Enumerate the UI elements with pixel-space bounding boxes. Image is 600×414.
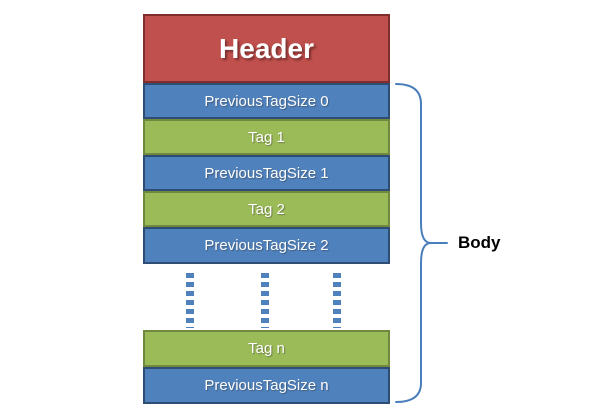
ellipsis-dotted-line bbox=[261, 273, 269, 328]
body-label: Body bbox=[458, 233, 501, 252]
block-tag-1: Tag 1 bbox=[143, 119, 390, 155]
block-label: Tag 2 bbox=[248, 200, 285, 218]
block-label: PreviousTagSize 0 bbox=[204, 92, 329, 110]
block-previoustagsize-1: PreviousTagSize 1 bbox=[143, 155, 390, 191]
block-label: PreviousTagSize 1 bbox=[204, 164, 329, 182]
ellipsis-dotted-line bbox=[186, 273, 194, 328]
block-label: Tag n bbox=[248, 340, 285, 357]
block-label: PreviousTagSize n bbox=[204, 377, 329, 394]
body-brace-icon bbox=[395, 83, 448, 403]
block-label: PreviousTagSize 2 bbox=[204, 237, 329, 254]
block-label: Tag 1 bbox=[248, 128, 285, 146]
block-previoustagsize-0: PreviousTagSize 0 bbox=[143, 83, 390, 119]
ellipsis-dotted-line bbox=[333, 273, 341, 328]
block-tag-n: Tag n bbox=[143, 330, 390, 367]
header-block: Header bbox=[143, 14, 390, 83]
block-previoustagsize-n: PreviousTagSize n bbox=[143, 367, 390, 404]
header-block-label: Header bbox=[219, 32, 314, 64]
block-tag-2: Tag 2 bbox=[143, 191, 390, 227]
block-previoustagsize-2: PreviousTagSize 2 bbox=[143, 227, 390, 264]
